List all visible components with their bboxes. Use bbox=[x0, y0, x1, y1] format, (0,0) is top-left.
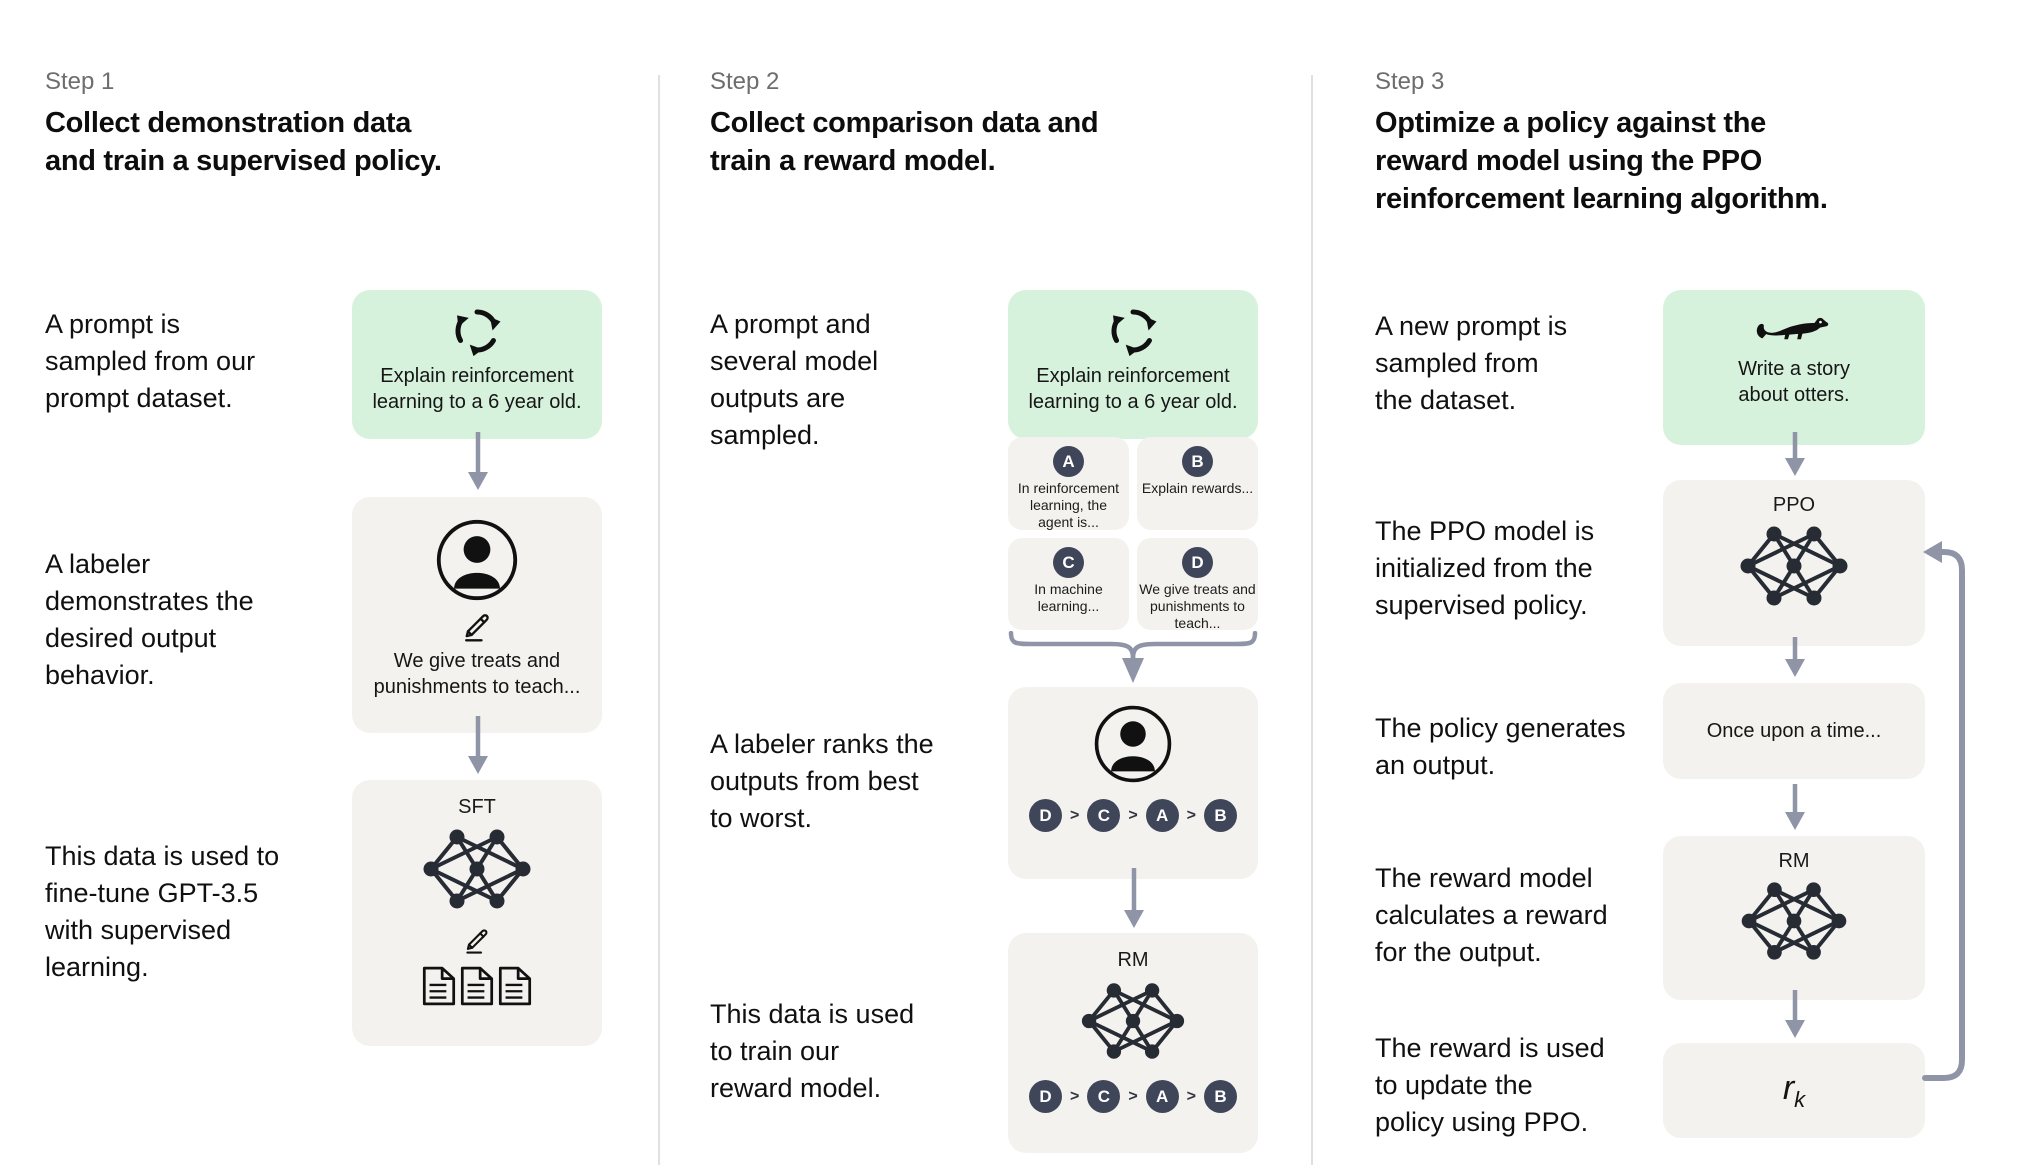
cycle-arrows-icon bbox=[450, 304, 504, 358]
ranking-row: D > C > A > B bbox=[1028, 799, 1238, 832]
reward-symbol: r bbox=[1782, 1068, 1795, 1107]
step2-caption-ranks: A labeler ranks the outputs from best to… bbox=[710, 729, 934, 833]
rank-badge: C bbox=[1087, 799, 1121, 832]
feedback-loop-arrow bbox=[1922, 541, 1965, 1081]
ppo-label: PPO bbox=[1772, 494, 1816, 516]
output-d-box: D We give treats and punishments to teac… bbox=[1137, 538, 1258, 631]
rank-separator: > bbox=[1069, 806, 1080, 824]
rm-label: RM bbox=[1778, 850, 1810, 872]
rank-separator: > bbox=[1128, 1087, 1138, 1105]
person-icon bbox=[436, 519, 518, 601]
step3-prompt-box: Write a story about otters. bbox=[1663, 290, 1925, 445]
step3-caption-reward-update: The reward is used to update the policy … bbox=[1375, 1033, 1605, 1137]
pencil-icon bbox=[465, 614, 489, 642]
rank-separator: > bbox=[1128, 806, 1138, 824]
step1-label: Step 1 bbox=[45, 68, 115, 95]
step3-caption-ppo-init: The PPO model is initialized from the su… bbox=[1375, 516, 1595, 620]
output-b-box: B Explain rewards... bbox=[1137, 437, 1258, 530]
reward-subscript: k bbox=[1794, 1086, 1806, 1112]
step3-caption-policy-output: The policy generates an output. bbox=[1375, 713, 1626, 780]
neural-network-icon bbox=[1079, 981, 1187, 1061]
rank-separator: > bbox=[1186, 806, 1197, 824]
down-arrow bbox=[1785, 637, 1805, 677]
step2-title: Collect comparison data and train a rewa… bbox=[710, 107, 1099, 177]
step1-title: Collect demonstration data and train a s… bbox=[45, 107, 442, 177]
ranking-row: D > C > A > B bbox=[1028, 1080, 1238, 1113]
step2-rm-box: RM D > C > A > B bbox=[1008, 933, 1258, 1153]
step3-label: Step 3 bbox=[1375, 68, 1445, 95]
step1-prompt-box: Explain reinforcement learning to a 6 ye… bbox=[352, 290, 602, 439]
output-a-text: In reinforcement learning, the agent is.… bbox=[1017, 480, 1120, 530]
neural-network-icon bbox=[1738, 524, 1850, 608]
documents-icon bbox=[421, 965, 533, 1007]
column-divider bbox=[658, 75, 660, 1165]
neural-network-icon bbox=[421, 827, 533, 911]
step1-caption-prompt: A prompt is sampled from our prompt data… bbox=[45, 309, 256, 413]
column-divider bbox=[1311, 75, 1313, 1165]
step2-prompt-text: Explain reinforcement learning to a 6 ye… bbox=[1028, 365, 1238, 413]
rank-badge: B bbox=[1204, 799, 1238, 832]
neural-network-icon bbox=[1739, 880, 1849, 962]
down-arrow bbox=[1124, 868, 1144, 928]
output-c-badge: C bbox=[1053, 547, 1084, 578]
reward-value: rk bbox=[1783, 1069, 1805, 1113]
step1-labeler-box: We give treats and punishments to teach.… bbox=[352, 497, 602, 733]
output-c-box: C In machine learning... bbox=[1008, 538, 1129, 630]
rank-separator: > bbox=[1186, 1087, 1197, 1105]
sft-label: SFT bbox=[458, 796, 496, 818]
output-c-text: In machine learning... bbox=[1034, 581, 1103, 614]
rank-badge: B bbox=[1204, 1080, 1238, 1113]
output-b-text: Explain rewards... bbox=[1141, 480, 1254, 496]
down-arrow bbox=[1785, 990, 1805, 1038]
output-d-badge: D bbox=[1182, 547, 1213, 578]
down-arrow bbox=[1785, 432, 1805, 476]
step3-caption-new-prompt: A new prompt is sampled from the dataset… bbox=[1375, 311, 1568, 415]
rank-separator: > bbox=[1069, 1087, 1080, 1105]
down-arrow bbox=[468, 432, 488, 490]
otter-icon bbox=[1756, 317, 1829, 340]
step1-caption-finetune: This data is used to fine-tune GPT-3.5 w… bbox=[45, 841, 280, 982]
down-arrow bbox=[1785, 784, 1805, 830]
rank-badge: D bbox=[1028, 799, 1062, 832]
step1-labeler-text: We give treats and punishments to teach.… bbox=[373, 650, 581, 698]
brace-connector bbox=[1008, 631, 1258, 683]
output-b-badge: B bbox=[1182, 446, 1213, 477]
step2-prompt-box: Explain reinforcement learning to a 6 ye… bbox=[1008, 290, 1258, 439]
pencil-icon bbox=[466, 929, 488, 954]
step2-labeler-box: D > C > A > B bbox=[1008, 687, 1258, 879]
step2-label: Step 2 bbox=[710, 68, 780, 95]
step3-prompt-text: Write a story about otters. bbox=[1738, 358, 1850, 406]
output-a-box: A In reinforcement learning, the agent i… bbox=[1008, 437, 1129, 530]
step3-rm-box: RM bbox=[1663, 836, 1925, 1000]
rank-badge: C bbox=[1087, 1080, 1121, 1113]
down-arrow bbox=[468, 716, 488, 774]
step3-title: Optimize a policy against the reward mod… bbox=[1375, 107, 1828, 215]
person-icon bbox=[1094, 705, 1172, 783]
rank-badge: D bbox=[1028, 1080, 1062, 1113]
step2-caption-train: This data is used to train our reward mo… bbox=[710, 999, 915, 1103]
cycle-arrows-icon bbox=[1106, 304, 1160, 358]
step3-reward-box: rk bbox=[1663, 1043, 1925, 1138]
output-a-badge: A bbox=[1053, 446, 1084, 477]
step3-caption-reward-calc: The reward model calculates a reward for… bbox=[1375, 863, 1608, 967]
step3-output-text: Once upon a time... bbox=[1706, 720, 1882, 742]
step1-caption-labeler: A labeler demonstrates the desired outpu… bbox=[45, 549, 254, 690]
step3-ppo-box: PPO bbox=[1663, 480, 1925, 646]
rm-label: RM bbox=[1117, 949, 1149, 971]
step1-prompt-text: Explain reinforcement learning to a 6 ye… bbox=[372, 365, 582, 413]
step2-caption-sampled: A prompt and several model outputs are s… bbox=[710, 309, 879, 450]
step3-output-box: Once upon a time... bbox=[1663, 683, 1925, 779]
output-d-text: We give treats and punishments to teach.… bbox=[1139, 581, 1256, 631]
rank-badge: A bbox=[1145, 1080, 1179, 1113]
step1-sft-box: SFT bbox=[352, 780, 602, 1046]
rank-badge: A bbox=[1145, 799, 1179, 832]
